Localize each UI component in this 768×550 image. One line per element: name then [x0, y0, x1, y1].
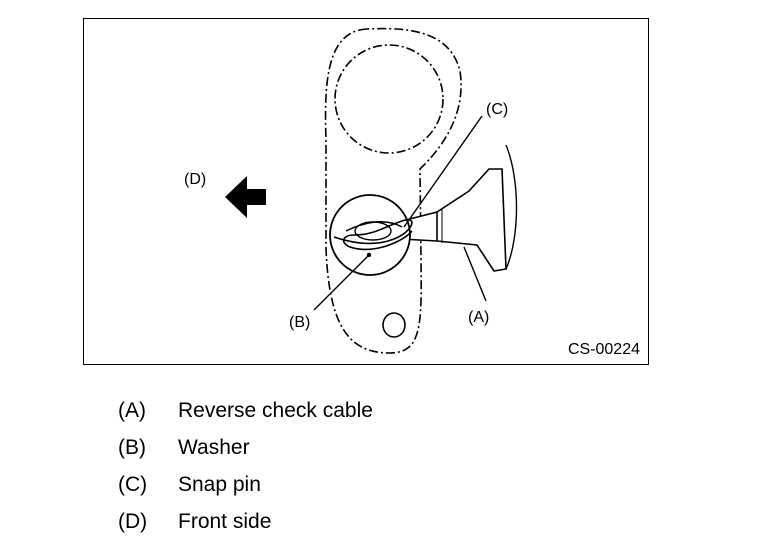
lever-outline — [324, 27, 462, 354]
legend-text: Reverse check cable — [178, 399, 373, 422]
legend-row: (B) Washer — [118, 429, 373, 466]
diagram-figure: (D) (C) (B) (A) CS-00224 — [83, 18, 649, 365]
leader-c — [403, 115, 483, 228]
washer — [329, 194, 411, 276]
callout-c: (C) — [486, 101, 509, 118]
legend-row: (C) Snap pin — [118, 466, 373, 503]
leader-a — [463, 246, 487, 302]
legend-row: (D) Front side — [118, 503, 373, 540]
legend-text: Snap pin — [178, 473, 261, 496]
legend-text: Washer — [178, 436, 250, 459]
callout-b: (B) — [289, 314, 311, 331]
figure-code: CS-00224 — [567, 341, 640, 358]
front-arrow-icon — [225, 176, 266, 218]
legend-text: Front side — [178, 510, 272, 533]
lower-hole — [382, 312, 406, 338]
callout-d: (D) — [184, 171, 207, 188]
leader-b — [313, 255, 369, 311]
callout-a: (A) — [468, 309, 490, 326]
reverse-check-cable — [401, 168, 507, 272]
upper-hole — [334, 44, 444, 154]
legend-key: (B) — [118, 436, 146, 459]
legend-key: (C) — [118, 473, 148, 496]
legend-key: (D) — [118, 510, 148, 533]
legend: (A) Reverse check cable (B) Washer (C) S… — [118, 392, 373, 540]
legend-key: (A) — [118, 399, 146, 422]
snap-pin — [333, 218, 413, 251]
lever-illustration — [225, 27, 518, 354]
legend-row: (A) Reverse check cable — [118, 392, 373, 429]
